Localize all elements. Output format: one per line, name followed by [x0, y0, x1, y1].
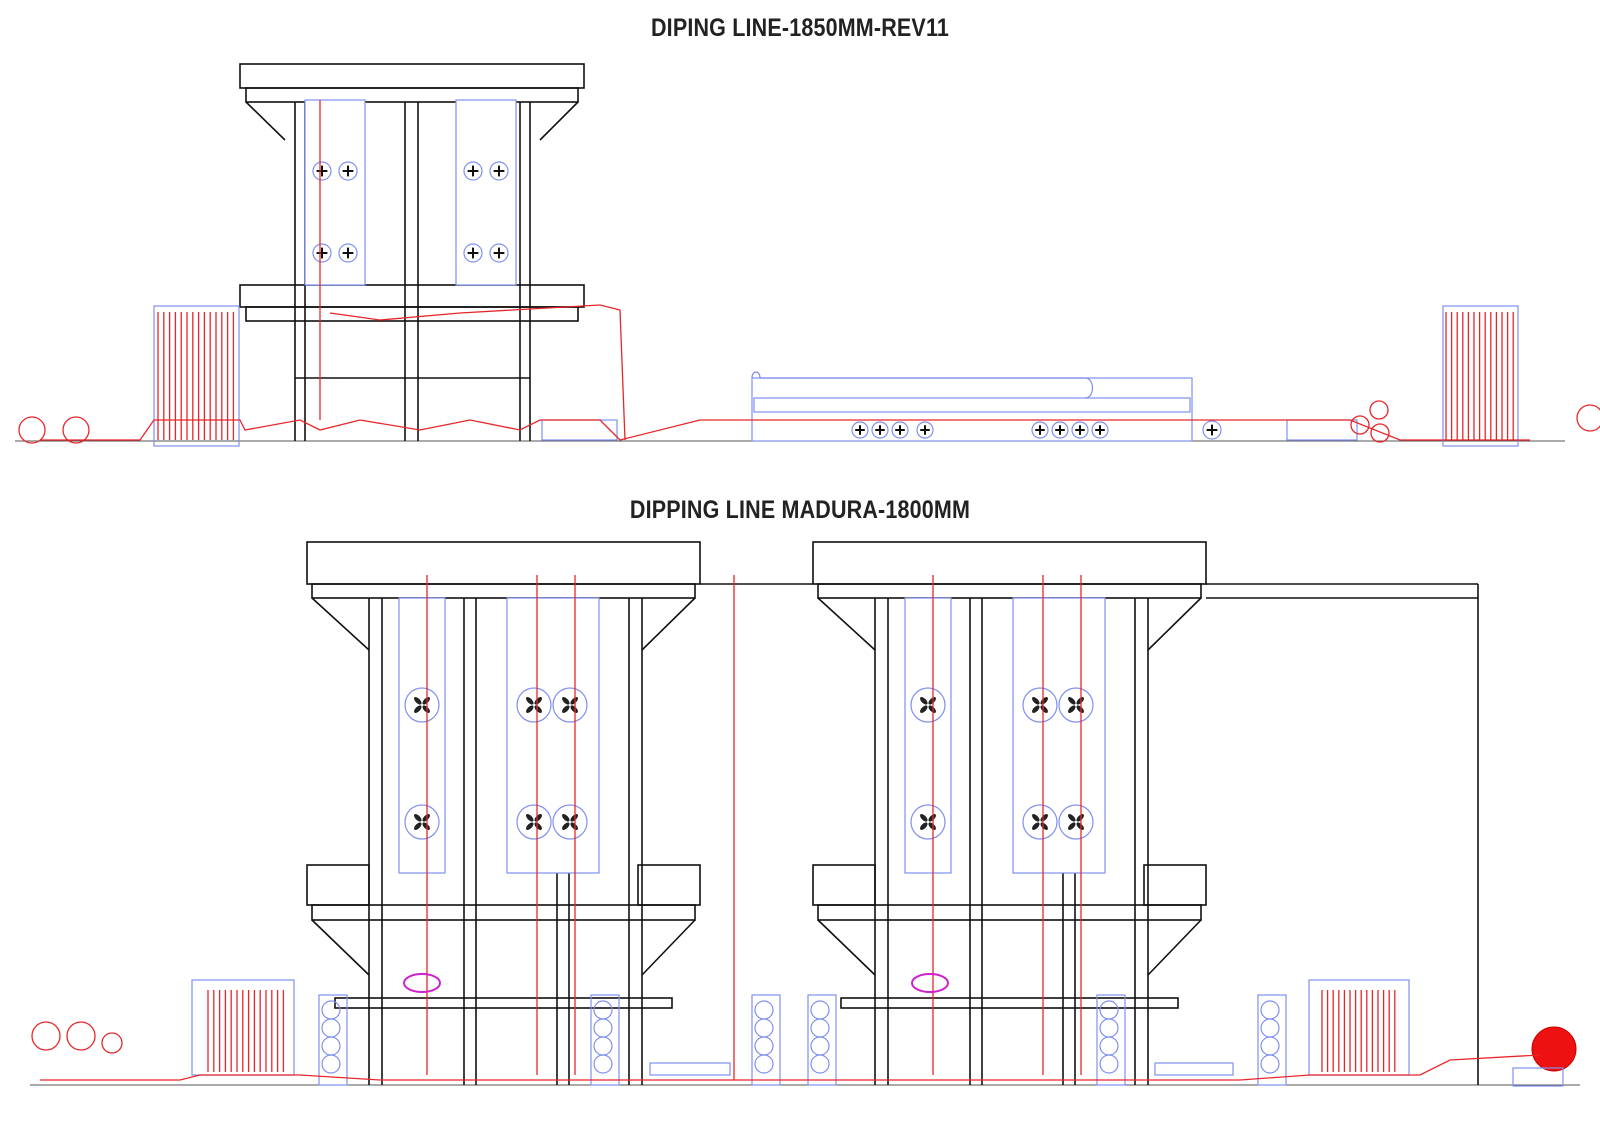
roll — [1576, 404, 1600, 432]
fan-icon — [516, 804, 552, 840]
top-dipping-line — [15, 63, 1600, 447]
diagram-title-bottom: DIPPING LINE MADURA-1800MM — [629, 496, 971, 524]
roller-bench-right — [1286, 419, 1358, 441]
floor-bench-2 — [1154, 1062, 1234, 1076]
fan-icon — [1058, 804, 1094, 840]
roll-stack — [1257, 994, 1287, 1086]
diagram-title-top: DIPING LINE-1850MM-REV11 — [650, 14, 950, 42]
fan-icon — [1022, 804, 1058, 840]
tension-ring-1 — [403, 973, 441, 993]
roll-stack — [318, 994, 348, 1086]
tower-platform — [239, 284, 585, 308]
take-up-frame — [1512, 1067, 1564, 1087]
roll — [62, 416, 90, 444]
fan-icon — [552, 804, 588, 840]
fan-icon — [404, 804, 440, 840]
tower-roof — [306, 541, 701, 585]
roll-stack — [751, 994, 781, 1086]
festoon-accumulator-right — [1308, 979, 1410, 1076]
festoon-accumulator-right — [1442, 305, 1519, 447]
dipping-unit — [751, 377, 1193, 442]
fan-icon — [1022, 687, 1058, 723]
fabric-path-bottom — [40, 1054, 1541, 1081]
festoon-accumulator-left — [153, 305, 240, 447]
fan-icon — [404, 687, 440, 723]
tower-roof-beam — [245, 87, 579, 103]
fabric-path-top — [40, 419, 1530, 441]
roll-stack — [590, 994, 620, 1086]
roll-stack — [807, 994, 837, 1086]
guide-roll — [1350, 415, 1370, 435]
floor-bench-1 — [649, 1062, 731, 1076]
bottom-dipping-line — [30, 541, 1580, 1087]
roller-bench-left — [541, 419, 618, 441]
roll-stack — [1096, 994, 1126, 1086]
fan-icon — [910, 687, 946, 723]
tower-roof — [812, 541, 1207, 585]
fan-icon — [516, 687, 552, 723]
guide-roll — [1370, 423, 1390, 443]
roll — [18, 416, 46, 444]
fan-icon — [1058, 687, 1094, 723]
tension-ring-2 — [911, 973, 949, 993]
take-up-roll — [1531, 1026, 1577, 1072]
tower-roof — [239, 63, 585, 89]
fan-icon — [552, 687, 588, 723]
guide-roll — [1369, 400, 1389, 420]
tower-platform — [311, 904, 696, 921]
entry-let-off-rolls — [31, 1021, 123, 1054]
tower-platform — [817, 904, 1202, 921]
fan-icon — [910, 804, 946, 840]
